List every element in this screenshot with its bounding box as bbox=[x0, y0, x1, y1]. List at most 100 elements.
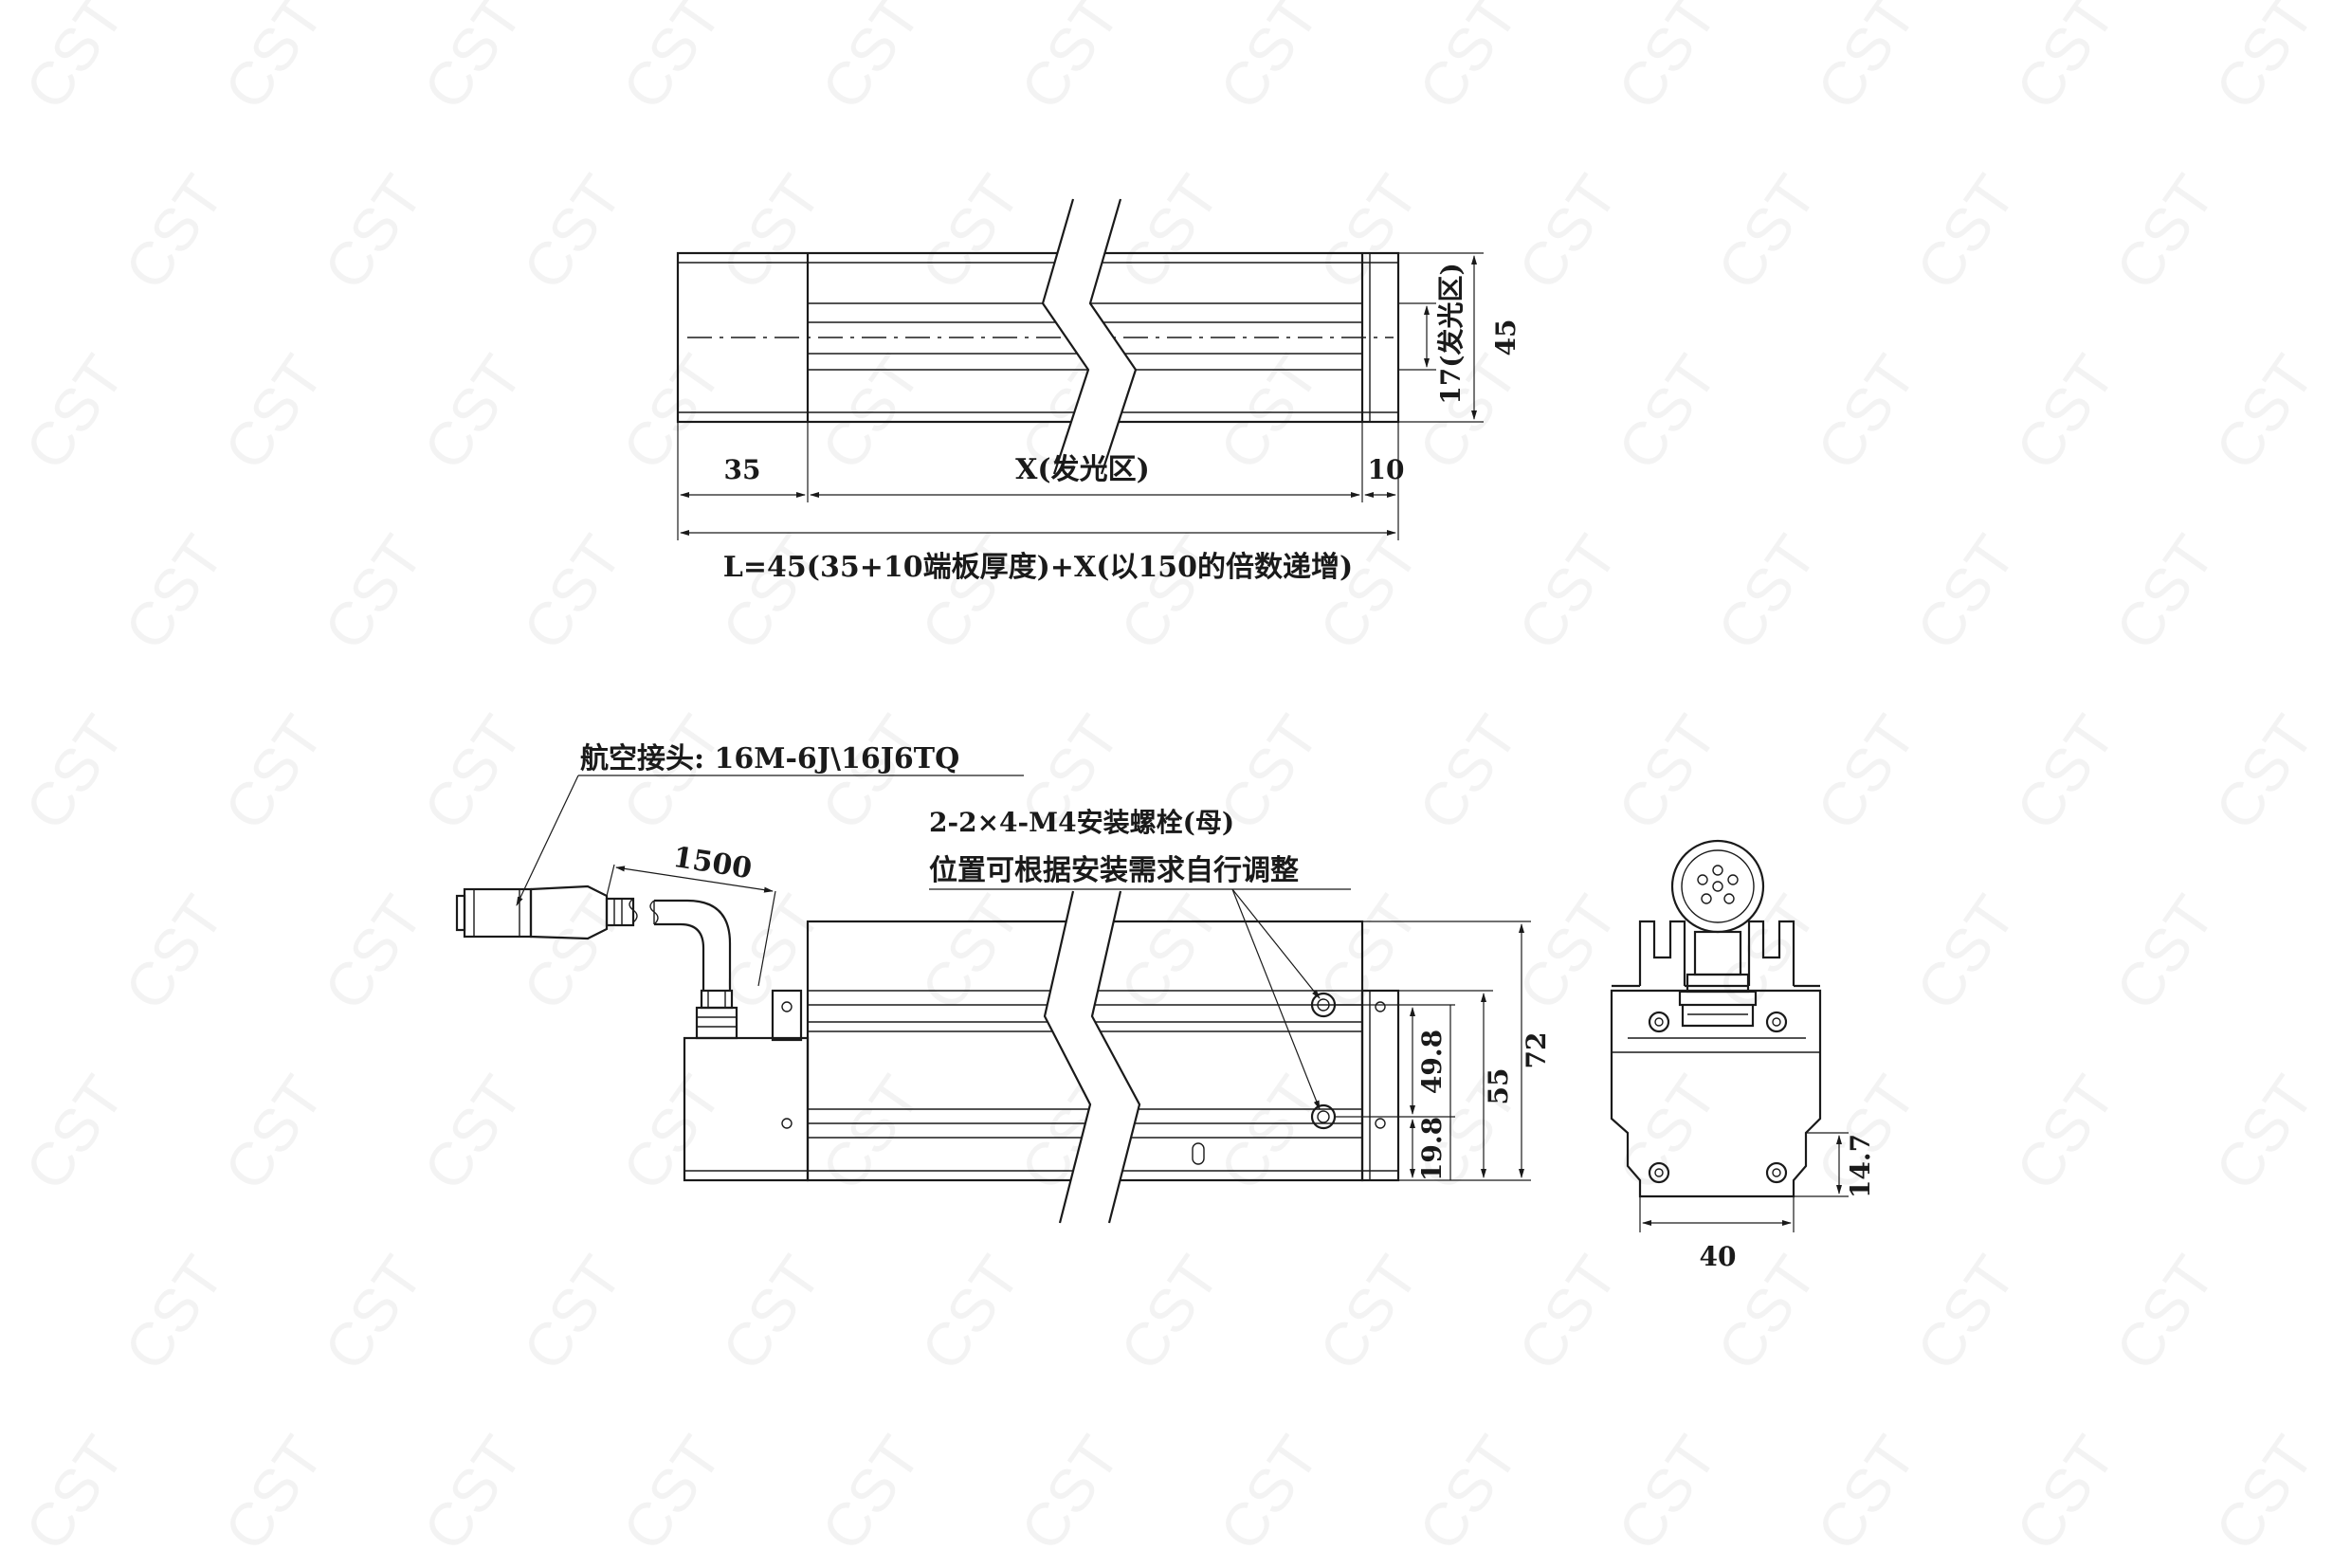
watermark-text: CST bbox=[1803, 0, 1928, 121]
watermark-text: CST bbox=[907, 1244, 1032, 1382]
watermark-text: CST bbox=[210, 1424, 336, 1562]
watermark-text: CST bbox=[410, 0, 535, 121]
watermark-text: CST bbox=[1504, 1244, 1630, 1382]
watermark-text: CST bbox=[609, 0, 734, 121]
cable-length-label: 1500 bbox=[671, 841, 755, 886]
watermark-text: CST bbox=[1903, 163, 2028, 301]
length-formula: L=45(35+10端板厚度)+X(以150的倍数递增) bbox=[723, 551, 1353, 584]
watermark-text: CST bbox=[1704, 884, 1829, 1022]
watermark-text: CST bbox=[310, 523, 435, 662]
connector-label: 航空接头: 16M-6J\16J6TQ bbox=[580, 742, 959, 775]
watermark-text: CST bbox=[1803, 343, 1928, 482]
watermark-text: CST bbox=[111, 523, 236, 662]
watermark-text: CST bbox=[1206, 1424, 1331, 1562]
watermark-text: CST bbox=[1604, 1064, 1729, 1202]
watermark-text: CST bbox=[1903, 523, 2028, 662]
watermark-text: CST bbox=[907, 163, 1032, 301]
watermark-text: CST bbox=[2002, 1064, 2127, 1202]
watermark-text: CST bbox=[509, 884, 634, 1022]
watermark-text: CST bbox=[1504, 163, 1630, 301]
watermark-text: CST bbox=[1305, 523, 1431, 662]
watermark-text: CST bbox=[1007, 1424, 1132, 1562]
bolt-note-2: 位置可根据安装需求自行调整 bbox=[929, 854, 1299, 887]
watermark-text: CST bbox=[609, 1064, 734, 1202]
watermark-text: CST bbox=[1305, 163, 1431, 301]
watermark-text: CST bbox=[708, 884, 833, 1022]
dim-emit-label: 17(发光区) bbox=[1435, 263, 1467, 404]
watermark-text: CST bbox=[210, 703, 336, 842]
watermark-text: CST bbox=[1604, 703, 1729, 842]
watermark-text: CST bbox=[2002, 703, 2127, 842]
watermark-text: CST bbox=[1704, 163, 1829, 301]
watermark-text: CST bbox=[111, 1244, 236, 1382]
watermark-text: CST bbox=[609, 1424, 734, 1562]
watermark-text: CST bbox=[2002, 1424, 2127, 1562]
watermark-text: CST bbox=[11, 343, 137, 482]
watermark-text: CST bbox=[1305, 1244, 1431, 1382]
watermark-text: CST bbox=[1405, 343, 1530, 482]
watermark-text: CST bbox=[310, 884, 435, 1022]
watermark-text: CST bbox=[410, 1424, 535, 1562]
bolt-note-1: 2-2×4-M4安装螺栓(母) bbox=[929, 807, 1234, 838]
watermark-text: CST bbox=[2201, 703, 2326, 842]
watermark-text: CST bbox=[1206, 1064, 1331, 1202]
watermark-layer: CST CST CST CST CST CST CST CST CST CST CST CST CST C… bbox=[11, 0, 2326, 1562]
watermark-text: CST bbox=[2102, 884, 2227, 1022]
watermark-text: CST bbox=[410, 703, 535, 842]
dim-left-label: 35 bbox=[724, 454, 761, 485]
dim-49-8-label: 49.8 bbox=[1416, 1030, 1448, 1094]
watermark-text: CST bbox=[11, 1064, 137, 1202]
watermark-text: CST bbox=[907, 884, 1032, 1022]
watermark-text: CST bbox=[509, 523, 634, 662]
watermark-text: CST bbox=[1803, 703, 1928, 842]
watermark-text: CST bbox=[2102, 523, 2227, 662]
watermark-text: CST bbox=[111, 884, 236, 1022]
watermark-text: CST bbox=[1305, 884, 1431, 1022]
watermark-text: CST bbox=[310, 1244, 435, 1382]
watermark-text: CST bbox=[1405, 703, 1530, 842]
dim-19-8-label: 19.8 bbox=[1416, 1117, 1448, 1181]
dim-middle-label: X(发光区) bbox=[1015, 453, 1150, 486]
watermark-text: CST bbox=[1007, 0, 1132, 121]
side-view: 40 14.7 bbox=[1610, 839, 1876, 1272]
watermark-text: CST bbox=[310, 163, 435, 301]
watermark-text: CST bbox=[11, 0, 137, 121]
watermark-text: CST bbox=[2102, 1244, 2227, 1382]
dim-height-label: 45 bbox=[1490, 319, 1522, 356]
watermark-text: CST bbox=[210, 0, 336, 121]
dim-72-label: 72 bbox=[1521, 1032, 1552, 1069]
watermark-text: CST bbox=[2201, 1424, 2326, 1562]
watermark-text: CST bbox=[2201, 1064, 2326, 1202]
watermark-text: CST bbox=[808, 1064, 933, 1202]
watermark-text: CST bbox=[111, 163, 236, 301]
watermark-text: CST bbox=[2002, 343, 2127, 482]
watermark-text: CST bbox=[1704, 523, 1829, 662]
watermark-text: CST bbox=[11, 703, 137, 842]
watermark-text: CST bbox=[1604, 1424, 1729, 1562]
watermark-text: CST bbox=[210, 343, 336, 482]
watermark-text: CST bbox=[1106, 1244, 1231, 1382]
watermark-text: CST bbox=[509, 1244, 634, 1382]
watermark-text: CST bbox=[708, 163, 833, 301]
watermark-text: CST bbox=[2201, 343, 2326, 482]
watermark-text: CST bbox=[11, 1424, 137, 1562]
watermark-text: CST bbox=[1803, 1424, 1928, 1562]
watermark-text: CST bbox=[410, 343, 535, 482]
watermark-text: CST bbox=[808, 0, 933, 121]
watermark-text: CST bbox=[2102, 163, 2227, 301]
watermark-text: CST bbox=[1106, 523, 1231, 662]
watermark-text: CST bbox=[907, 523, 1032, 662]
watermark-text: CST bbox=[1405, 1424, 1530, 1562]
dim-height-label: 14.7 bbox=[1845, 1134, 1876, 1198]
watermark-text: CST bbox=[1106, 884, 1231, 1022]
watermark-text: CST bbox=[708, 1244, 833, 1382]
watermark-text: CST bbox=[708, 523, 833, 662]
watermark-text: CST bbox=[1604, 0, 1729, 121]
dim-right-label: 10 bbox=[1368, 454, 1405, 485]
dim-55-label: 55 bbox=[1483, 1068, 1514, 1105]
dim-width-label: 40 bbox=[1700, 1241, 1737, 1272]
top-view: 35 X(发光区) 10 L=45(35+10端板厚度)+X(以150的倍数递增… bbox=[676, 198, 1522, 584]
watermark-text: CST bbox=[1106, 163, 1231, 301]
watermark-text: CST bbox=[2002, 0, 2127, 121]
